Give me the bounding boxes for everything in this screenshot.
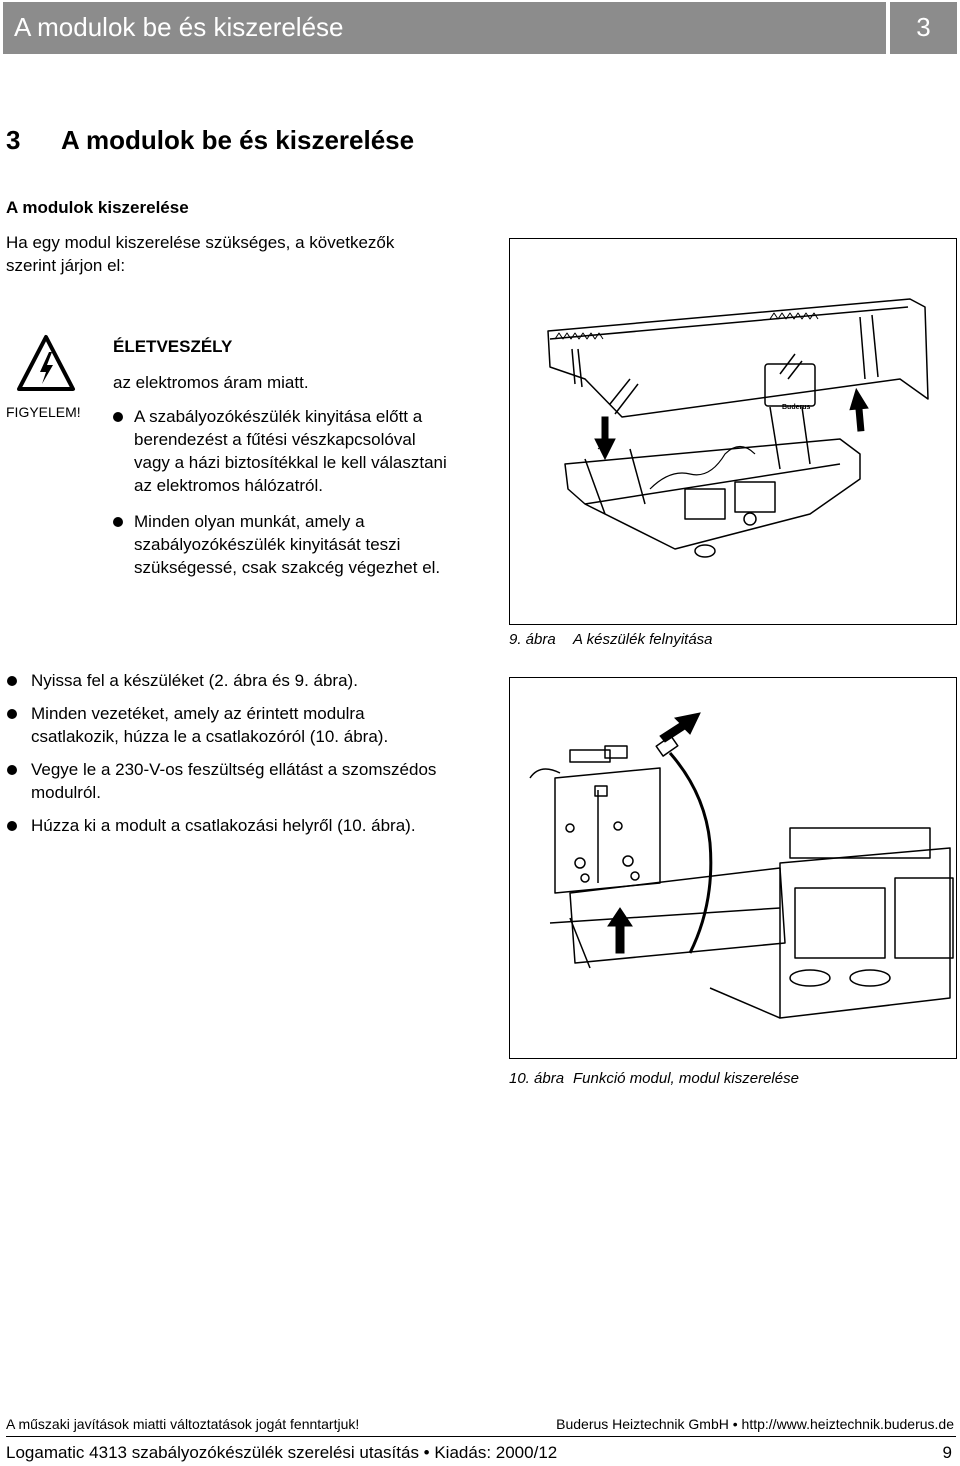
- figure-10-module-removal: [509, 677, 957, 1059]
- chapter-number: 3: [6, 125, 21, 155]
- high-voltage-warning-icon: [16, 334, 76, 392]
- chapter-title-text: A modulok be és kiszerelése: [61, 125, 415, 155]
- header-chapter-number: 3: [916, 12, 931, 42]
- header-title: A modulok be és kiszerelése: [14, 12, 344, 42]
- warning-item: Minden olyan munkát, amely a szabályozók…: [113, 510, 453, 579]
- warning-subtitle: az elektromos áram miatt.: [113, 373, 309, 392]
- chapter-title: 3 A modulok be és kiszerelése: [6, 125, 414, 156]
- step-item: Minden vezetéket, amely az érintett modu…: [7, 702, 457, 748]
- warning-item: A szabályozókészülék kinyitása előtt a b…: [113, 405, 453, 497]
- footer-divider: [6, 1436, 956, 1437]
- figure-9-device-opening: Buderus: [509, 238, 957, 625]
- section-intro: Ha egy modul kiszerelése szükséges, a kö…: [6, 233, 395, 275]
- figure-10-illustration: [529, 712, 954, 1019]
- step-item: Húzza ki a modult a csatlakozási helyről…: [7, 814, 457, 837]
- step-item: Vegye le a 230-V-os feszültség ellátást …: [7, 758, 457, 804]
- footer-page-number: 9: [942, 1443, 952, 1462]
- figure-10-caption-text: Funkció modul, modul kiszerelése: [573, 1070, 799, 1087]
- figure-10-label: 10. ábra: [509, 1070, 565, 1087]
- warning-label: FIGYELEM!: [6, 404, 81, 420]
- steps-list: Nyissa fel a készüléket (2. ábra és 9. á…: [7, 669, 457, 847]
- figure-9-caption-text: A készülék felnyitása: [573, 631, 713, 648]
- warning-title: ÉLETVESZÉLY: [113, 337, 233, 356]
- header-title-bar: A modulok be és kiszerelése: [3, 2, 886, 54]
- figure-10-caption: 10. ábra Funkció modul, modul kiszerelése: [509, 1070, 799, 1087]
- footer-note-right: Buderus Heiztechnik GmbH • http://www.he…: [556, 1416, 954, 1432]
- footer-note-left: A műszaki javítások miatti változtatások…: [6, 1416, 360, 1432]
- figure-9-caption: 9. ábra A készülék felnyitása: [509, 631, 713, 648]
- section-heading: A modulok kiszerelése: [6, 198, 189, 217]
- warning-list: A szabályozókészülék kinyitása előtt a b…: [113, 405, 453, 592]
- brand-label: Buderus: [782, 404, 811, 411]
- header-chapter-box: 3: [890, 2, 957, 54]
- figure-9-illustration: Buderus: [547, 298, 929, 558]
- step-item: Nyissa fel a készüléket (2. ábra és 9. á…: [7, 669, 457, 692]
- figure-9-label: 9. ábra: [509, 631, 556, 648]
- footer-document-title: Logamatic 4313 szabályozókészülék szerel…: [6, 1443, 558, 1462]
